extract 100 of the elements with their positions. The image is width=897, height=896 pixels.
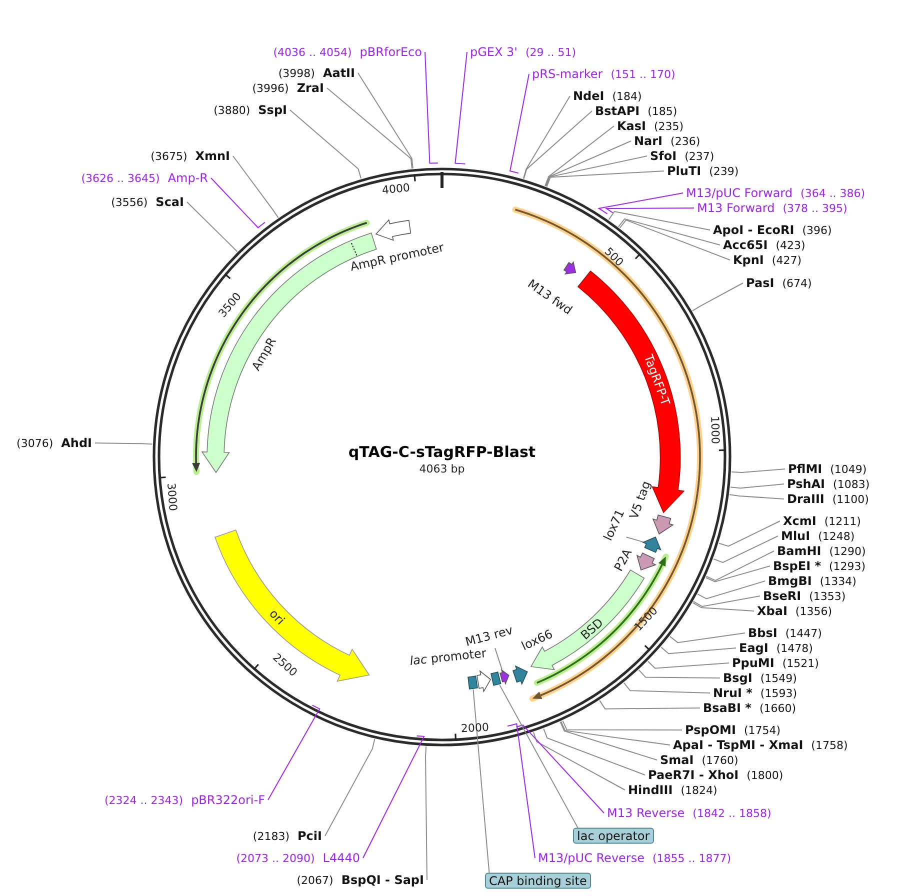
leader-line [598,192,684,214]
leader-line [507,723,536,858]
leader-line [626,536,644,542]
site-position: (1521) [782,656,819,670]
feature-tag: CAP binding site [485,872,591,890]
scale-label: 2000 [461,722,490,734]
leader-line [545,140,632,187]
primer-name: M13 Forward [697,200,775,216]
site-position: (427) [772,254,802,267]
leader-line [660,646,736,654]
enzyme-name: KasI [617,118,646,134]
site-position: (3556) [111,196,148,209]
leader-line [358,72,414,169]
leader-line [669,632,746,644]
feature-label: M13 rev [464,624,514,648]
enzyme-name: NdeI [573,88,604,104]
leader-line [604,208,694,214]
enzyme-name: PluTI [667,164,702,178]
site-position: (1754) [744,724,781,737]
feature-label: M13 fwd [526,277,574,316]
leader-line [713,536,778,563]
site-position: (3880) [214,104,250,117]
enzyme-name: ApaI - TspMI - XmaI [673,738,804,752]
site-position: (1083) [833,478,870,491]
leader-line [533,732,626,790]
leader-line [362,735,425,858]
plasmid-name: qTAG-C-sTagRFP-Blast [348,443,536,461]
site-position: (1248) [818,530,855,543]
site-position: (1293) [829,560,866,573]
leader-line [718,520,780,547]
leader-line [523,110,592,180]
site-position: (236) [670,134,700,148]
site-position: (237) [684,150,714,163]
site-position: (1100) [832,492,869,506]
site-position: (1800) [746,768,784,782]
plasmid-size: 4063 bp [419,464,465,474]
enzyme-name: SmaI [660,752,694,768]
leader-line [638,669,720,678]
site-position: (1478) [776,642,813,655]
leader-line [424,52,438,164]
site-position: (3996) [252,82,289,95]
enzyme-name: BsgI [723,670,752,686]
primer-name: M13 Reverse [607,806,685,820]
enzyme-name: AatII [322,66,355,80]
site-position: (423) [776,238,806,252]
enzyme-name: PflMI [788,462,822,476]
leader-line [326,88,412,170]
primer-range: (378 .. 395) [782,202,848,215]
enzyme-name: PasI [746,276,774,290]
enzyme-name: AhdI [61,436,92,450]
leader-line [560,721,658,760]
site-position: (396) [802,224,832,237]
site-position: (674) [782,276,812,290]
enzyme-name: BmgBI [768,574,812,588]
leader-line [522,96,570,180]
leader-line [324,738,376,836]
leader-line [647,660,730,669]
enzyme-name: SspI [258,102,287,118]
leader-line [599,700,700,710]
primer-name: pBR322ori-F [191,792,265,808]
primer-name: M13/pUC Reverse [538,850,644,866]
leader-line [210,178,266,228]
leader-line [546,170,664,188]
site-position: (3998) [278,66,315,80]
enzyme-name: ZraI [296,80,324,96]
primer-name: Amp-R [168,170,208,186]
site-position: (1660) [759,702,796,715]
site-position: (1049) [830,462,867,476]
leader-line [94,442,153,445]
site-position: (1593) [760,686,797,700]
leader-line [692,602,754,612]
leader-line [232,156,279,218]
enzyme-name: BspEI * [773,558,821,574]
enzyme-name: ScaI [156,194,184,210]
primer-name: pBRforEco [360,44,422,60]
leader-line [454,52,468,164]
enzyme-name: NruI * [713,686,752,700]
leader-line [608,210,710,230]
enzyme-name: DraIII [787,492,824,506]
leader-line [544,126,614,186]
site-position: (1760) [702,754,738,767]
leader-line [509,74,530,174]
scale-label: 3000 [166,482,179,512]
enzyme-name: PciI [298,828,322,844]
primer-name: L4440 [322,850,360,866]
enzyme-name: BstAPI [595,104,640,118]
enzyme-name: XcmI [783,514,816,528]
enzyme-name: BspQI - SapI [341,872,424,888]
feature-label: P2A [612,546,634,573]
site-position: (184) [612,90,642,103]
enzyme-name: HindIII [628,782,673,798]
leader-line [290,110,362,180]
enzyme-name: XmnI [195,148,230,164]
leader-line [619,219,730,260]
enzyme-name: EagI [739,640,768,656]
site-position: (2183) [252,830,290,843]
enzyme-name: BamHI [777,544,822,558]
feature-label: V5 tag [628,479,652,521]
enzyme-name: Acc65I [723,238,768,252]
enzyme-name: KpnI [733,252,764,268]
